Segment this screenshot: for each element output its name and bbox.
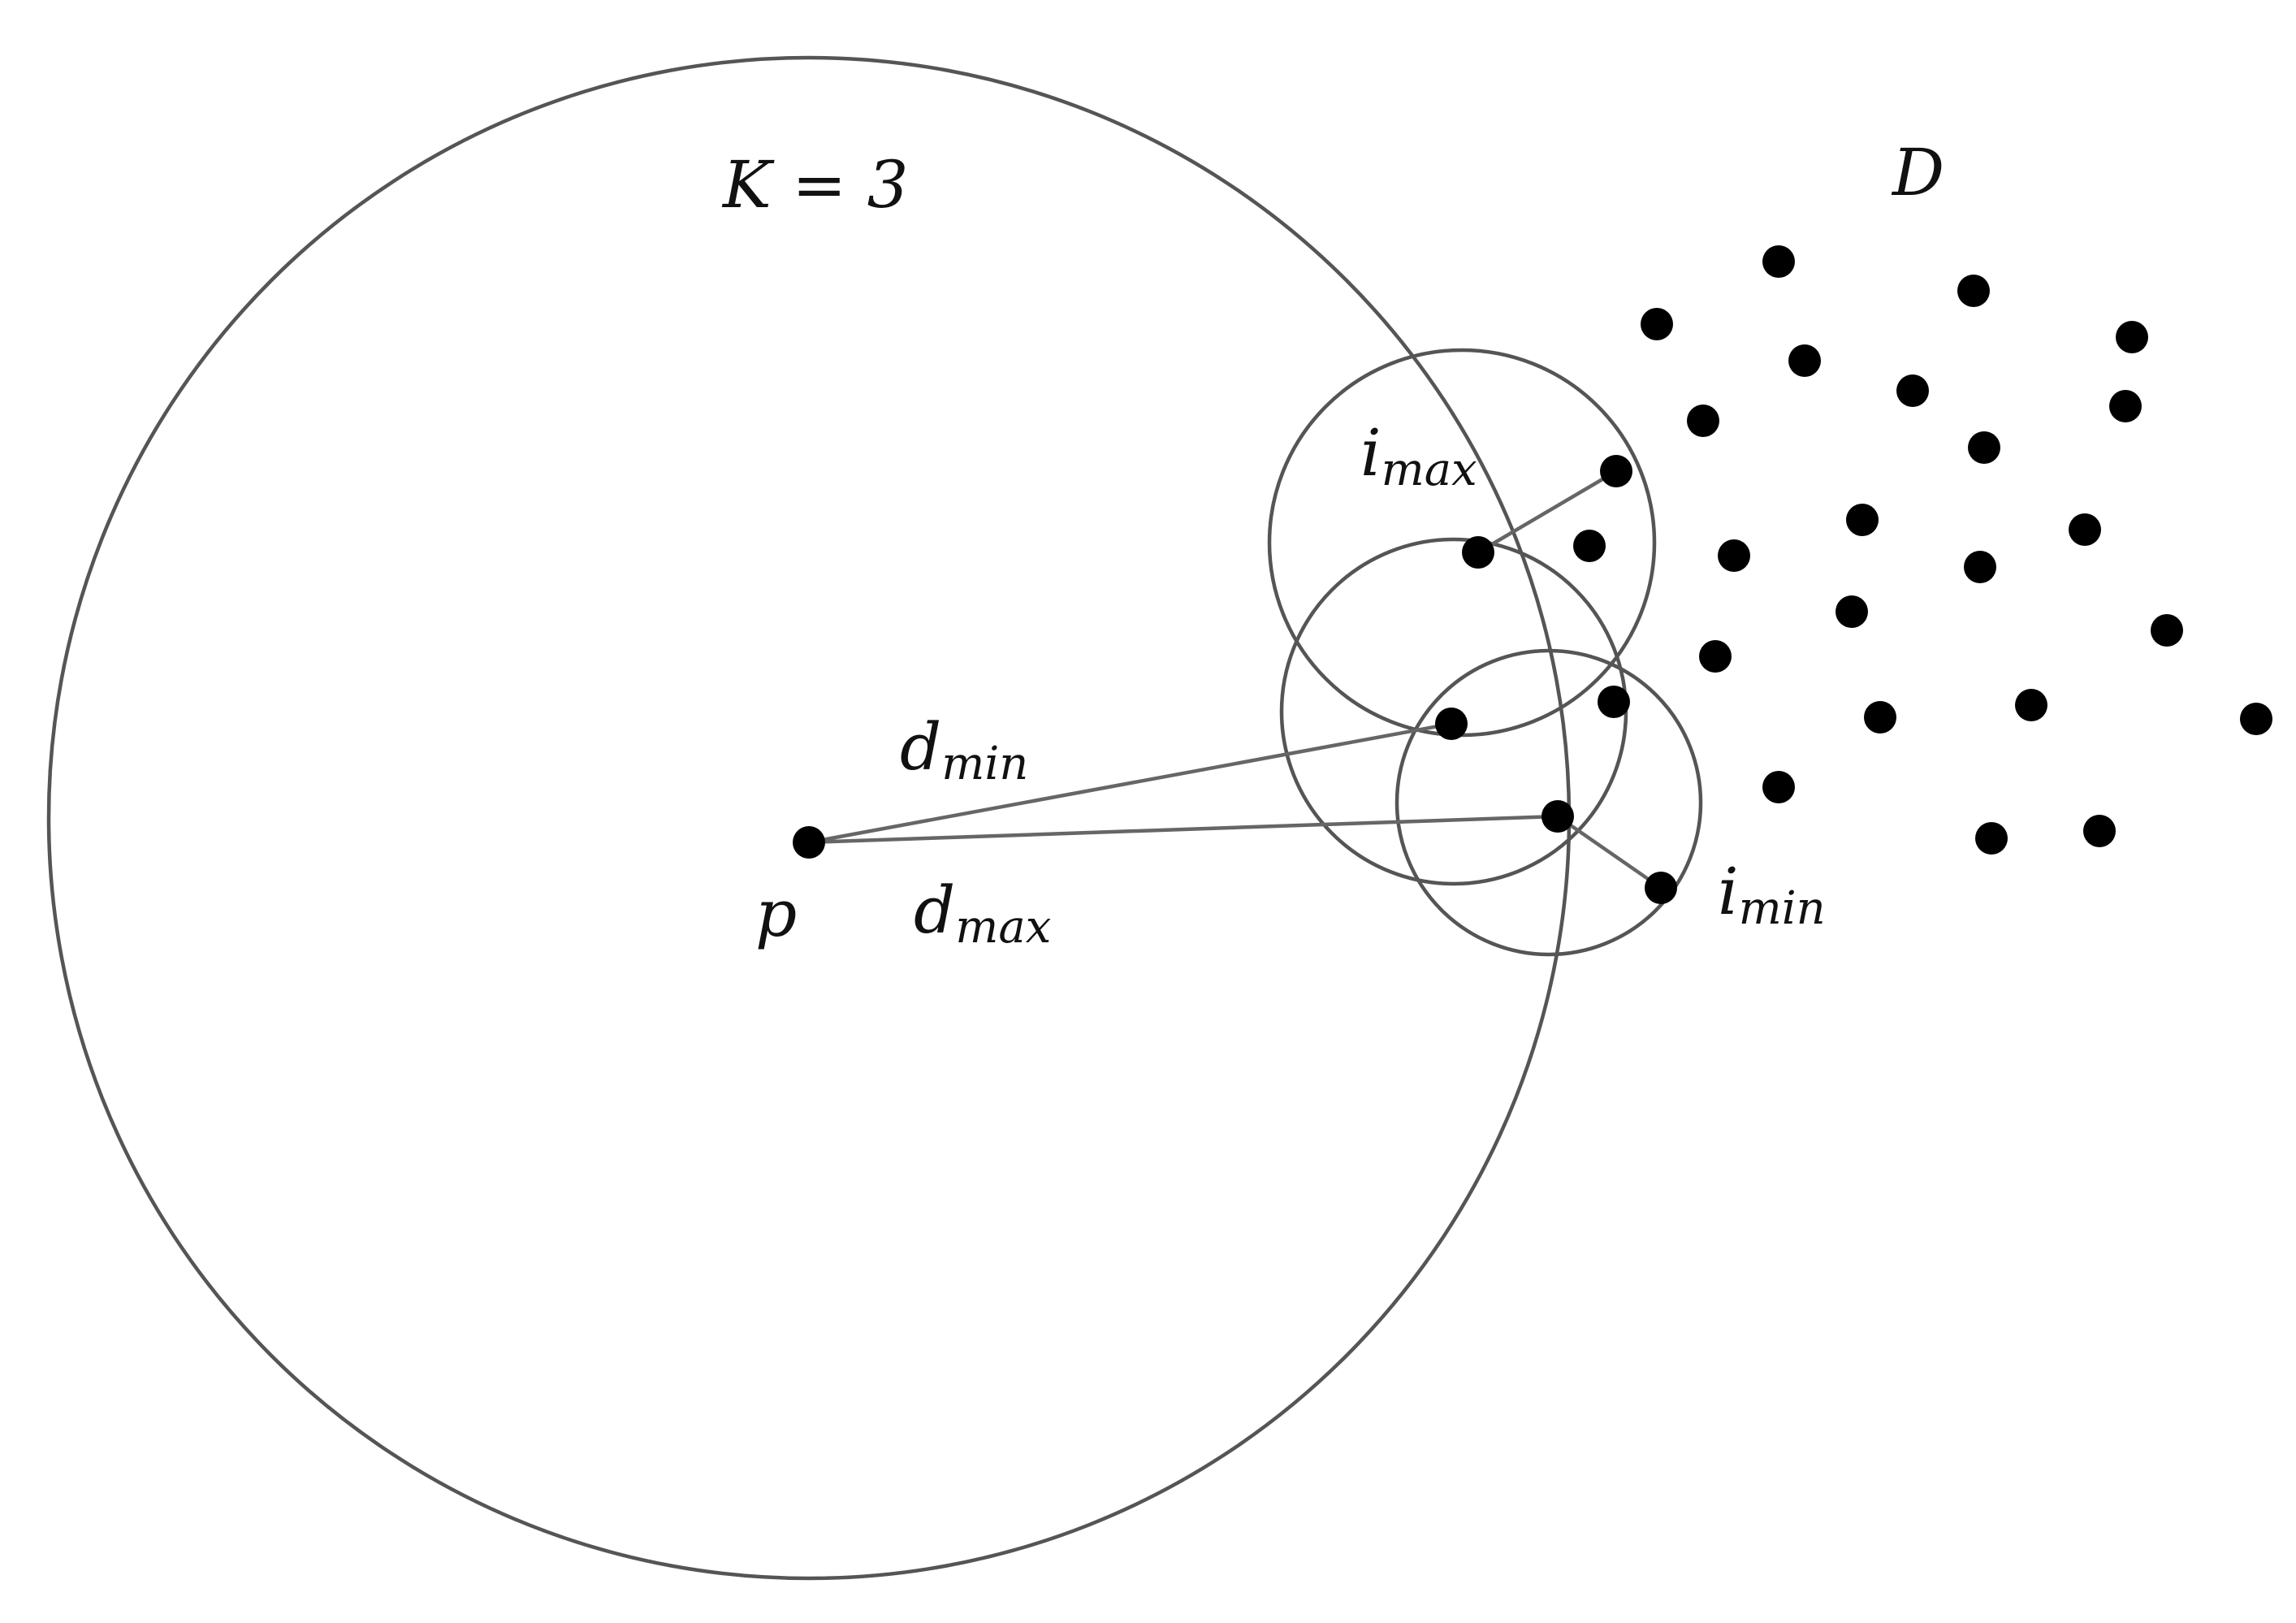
k-label-text: K = 3 xyxy=(721,147,909,223)
i-max-sub: max xyxy=(1381,444,1477,496)
dataset-point xyxy=(1957,275,1990,307)
dataset-point xyxy=(2015,689,2047,721)
dataset-point xyxy=(2240,703,2272,735)
k-label: K = 3 xyxy=(721,147,909,223)
dataset-point xyxy=(1836,595,1868,628)
dataset-point xyxy=(1975,822,2008,855)
d-max-line xyxy=(808,814,1559,845)
dataset-point xyxy=(1964,551,1996,583)
dataset-point xyxy=(1864,701,1896,734)
neighbor-circle-bottom xyxy=(1394,648,1703,957)
neighbor-point xyxy=(1541,800,1574,833)
i-min-sub: min xyxy=(1739,882,1826,935)
dataset-point xyxy=(1846,504,1879,536)
neighbor-point xyxy=(1435,708,1468,740)
d-max-label: dmax xyxy=(914,872,1051,954)
dataset-point xyxy=(1718,539,1750,572)
i-max-line xyxy=(1477,470,1618,554)
dataset-point xyxy=(1699,640,1732,673)
dataset-point xyxy=(1762,771,1795,803)
dataset-point xyxy=(2069,513,2101,546)
neighbor-point xyxy=(1598,686,1630,718)
neighbor-point xyxy=(1600,455,1632,487)
i-min-line xyxy=(1556,815,1663,889)
dataset-point xyxy=(1687,405,1719,437)
dataset-point xyxy=(2151,614,2183,647)
d-min-sub: min xyxy=(941,738,1028,790)
d-min-line xyxy=(808,721,1452,845)
dataset-point xyxy=(2083,815,2116,847)
d-max-sub: max xyxy=(955,901,1051,954)
i-min-base: i xyxy=(1718,854,1739,929)
i-max-base: i xyxy=(1360,415,1381,491)
neighbor-points xyxy=(1435,455,1677,904)
d-max-base: d xyxy=(914,872,955,948)
dataset-points xyxy=(1641,245,2272,855)
dataset-point xyxy=(1641,308,1673,340)
neighbor-point xyxy=(1645,872,1677,904)
neighbor-point xyxy=(1573,530,1606,562)
neighbor-point xyxy=(1462,536,1494,569)
dataset-label: D xyxy=(1891,135,1944,210)
dataset-point xyxy=(1762,245,1795,278)
i-min-label: imin xyxy=(1718,854,1826,935)
dataset-point xyxy=(2109,390,2142,422)
dataset-point xyxy=(2116,321,2148,353)
point-p-label: p xyxy=(755,876,797,951)
i-max-label: imax xyxy=(1360,415,1477,496)
k-neighborhood-circle xyxy=(46,55,1572,1581)
dataset-point xyxy=(1896,374,1929,407)
d-min-base: d xyxy=(900,709,941,785)
d-min-label: dmin xyxy=(900,709,1028,790)
dataset-point xyxy=(1968,431,2000,464)
point-p xyxy=(793,826,825,859)
dataset-point xyxy=(1788,344,1821,377)
